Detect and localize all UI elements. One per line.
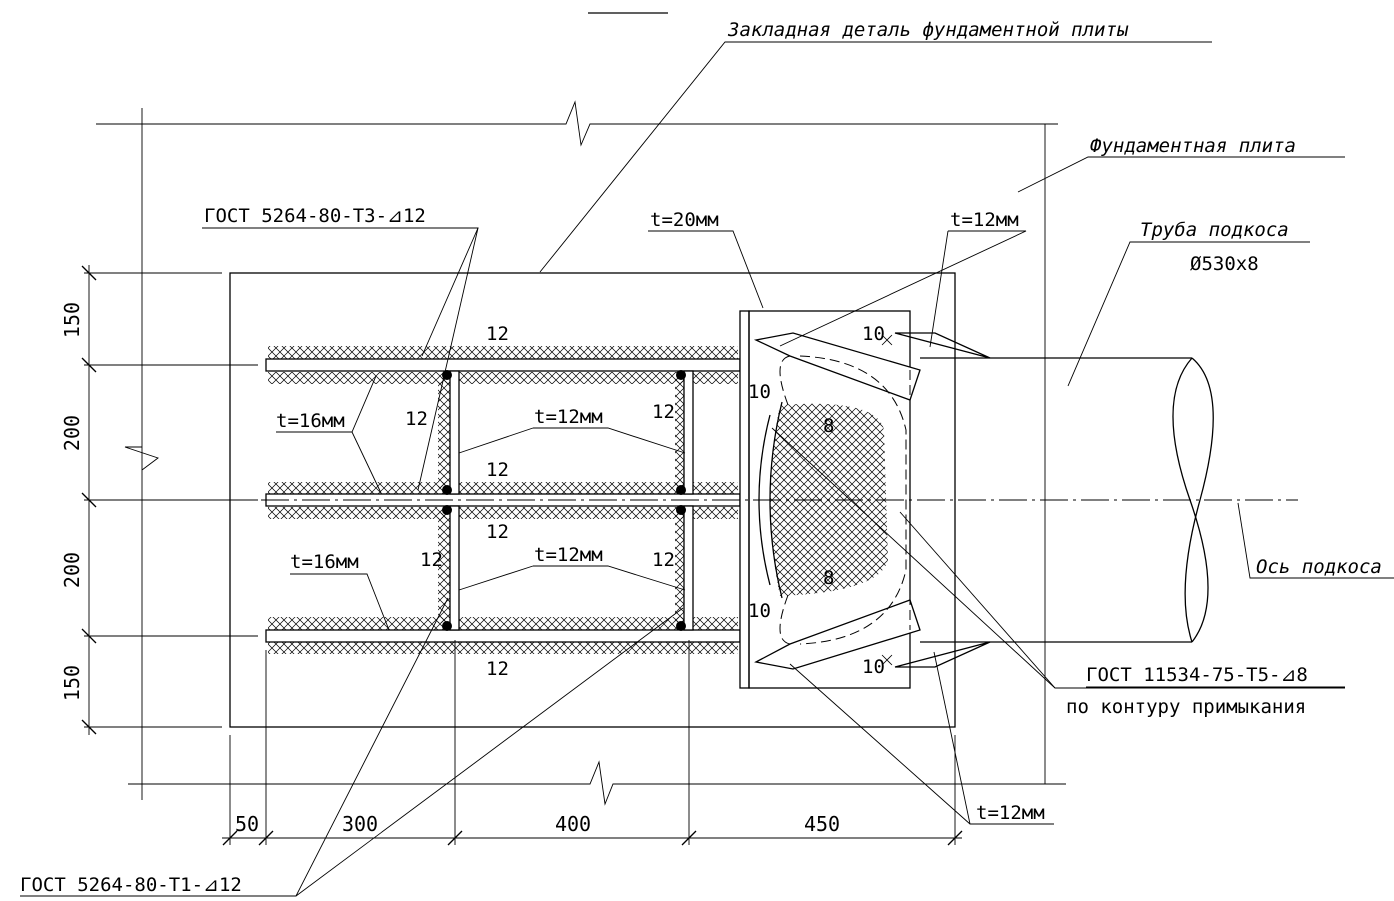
- weld-size-12-g: 12: [652, 549, 675, 571]
- strut-node: [739, 310, 991, 689]
- dim-h-450: 450: [804, 812, 840, 836]
- vertical-ribs: [449, 370, 694, 631]
- label-weld-t5-line1: ГОСТ 11534-75-Т5-⊿8: [1086, 664, 1308, 686]
- label-weld-t3: ГОСТ 5264-80-Т3-⊿12: [204, 205, 426, 227]
- dim-v-200-upper: 200: [60, 415, 84, 451]
- label-weld-t1: ГОСТ 5264-80-Т1-⊿12: [20, 874, 242, 896]
- weld-dots: [442, 370, 686, 631]
- label-t12-upper-mid: t=12мм: [534, 406, 603, 428]
- weld-size-10-d: 10: [862, 656, 885, 678]
- foundation-slab-outline: [96, 100, 1066, 806]
- label-t16-upper: t=16мм: [276, 410, 345, 432]
- weld-size-12-a: 12: [486, 323, 509, 345]
- weld-size-12-f: 12: [420, 549, 443, 571]
- weld-size-10-b: 10: [748, 381, 771, 403]
- leader-lines: [20, 41, 1394, 897]
- horizontal-dimension-line: [222, 830, 963, 846]
- extension-lines: [84, 272, 956, 845]
- weld-size-10-a: 10: [862, 323, 885, 345]
- label-weld-t5-line2: по контуру примыкания: [1066, 696, 1306, 718]
- weld-size-8-a: 8: [823, 415, 834, 437]
- label-t16-lower: t=16мм: [290, 551, 359, 573]
- weld-size-12-d: 12: [486, 459, 509, 481]
- label-embedded-part: Закладная деталь фундаментной плиты: [727, 19, 1129, 41]
- vertical-dimension-line: [81, 265, 97, 735]
- dim-v-150-bottom: 150: [60, 665, 84, 701]
- label-t12-top-right: t=12мм: [950, 209, 1019, 231]
- weld-size-8-b: 8: [823, 567, 834, 589]
- dim-h-300: 300: [342, 812, 378, 836]
- dim-v-150-top: 150: [60, 302, 84, 338]
- label-t20: t=20мм: [650, 209, 719, 231]
- weld-hatches: [268, 346, 738, 654]
- weld-size-12-e: 12: [486, 521, 509, 543]
- label-t12-lower-mid: t=12мм: [534, 544, 603, 566]
- label-strut-pipe: Труба подкоса: [1140, 219, 1289, 241]
- weld-size-12-h: 12: [486, 658, 509, 680]
- dim-h-400: 400: [555, 812, 591, 836]
- dim-h-50: 50: [235, 812, 259, 836]
- label-t12-bottom-right: t=12мм: [976, 802, 1045, 824]
- weld-size-10-c: 10: [748, 600, 771, 622]
- label-strut-axis: Ось подкоса: [1256, 556, 1382, 578]
- weld-size-12-b: 12: [405, 408, 428, 430]
- dim-v-200-lower: 200: [60, 552, 84, 588]
- label-strut-pipe-size: Ø530х8: [1190, 253, 1259, 275]
- label-foundation-slab: Фундаментная плита: [1090, 135, 1296, 157]
- weld-size-12-c: 12: [652, 401, 675, 423]
